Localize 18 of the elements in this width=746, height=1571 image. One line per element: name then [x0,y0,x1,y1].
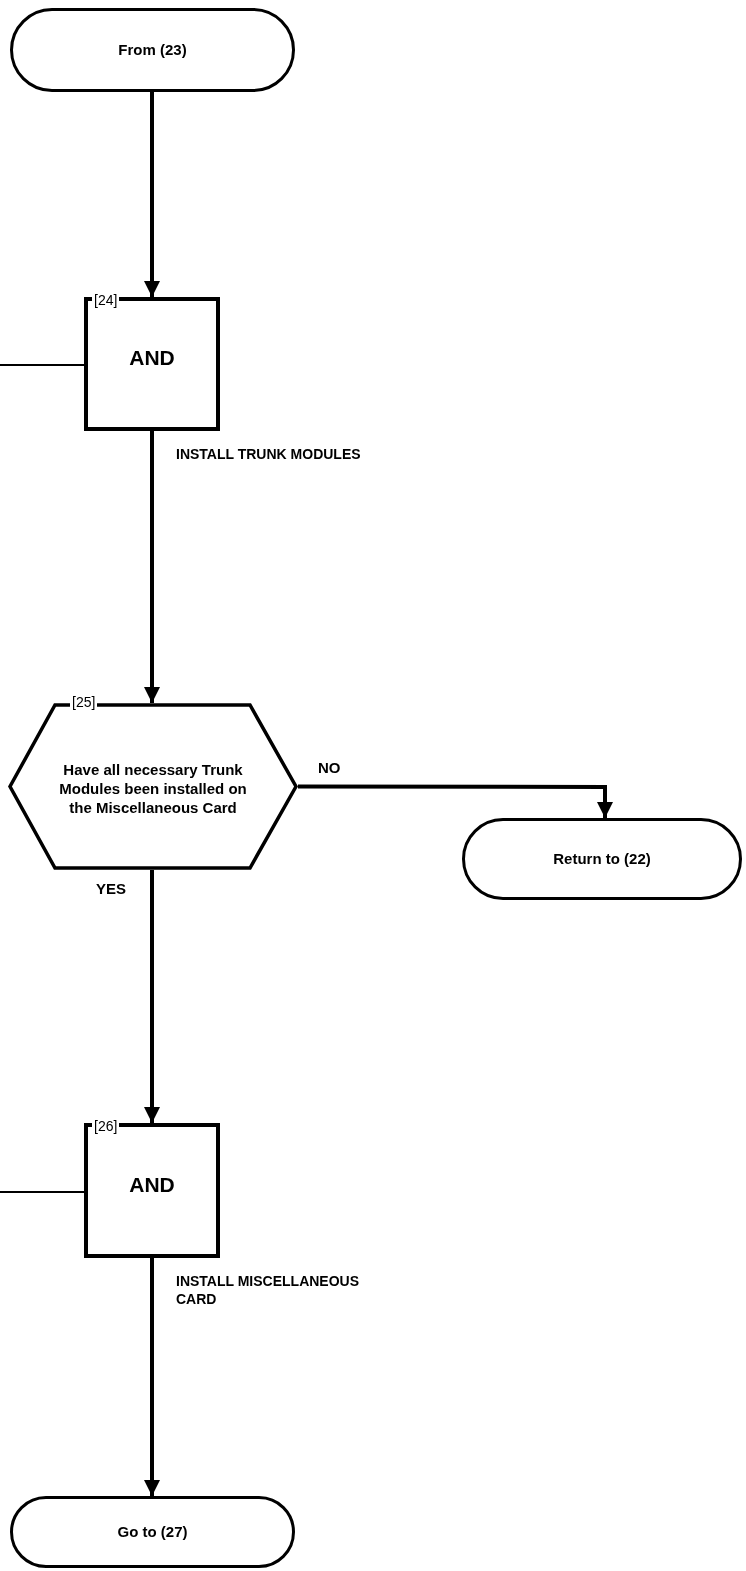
terminal-label: Return to (22) [553,848,651,869]
step-number: [25] [70,694,98,710]
step-number: [24] [92,292,120,308]
step-number: [26] [92,1118,120,1134]
gate-label: AND [129,345,175,372]
connector-line [0,364,85,366]
flow-arrow [144,1258,160,1496]
terminal-label: From (23) [118,39,187,60]
connector-line [0,1191,85,1193]
step-caption: INSTALL TRUNK MODULES [176,445,362,463]
flow-arrow [298,784,613,818]
terminal-label: Go to (27) [117,1521,188,1542]
step-caption: INSTALL MISCELLANEOUS CARD [176,1272,361,1308]
flow-arrow [144,870,160,1123]
decision-text: Have all necessary Trunk Modules been installed on the Miscellaneous Card [58,760,248,817]
flow-arrow [144,92,160,297]
flow-arrow [144,431,160,703]
gate-label: AND [129,1171,175,1198]
